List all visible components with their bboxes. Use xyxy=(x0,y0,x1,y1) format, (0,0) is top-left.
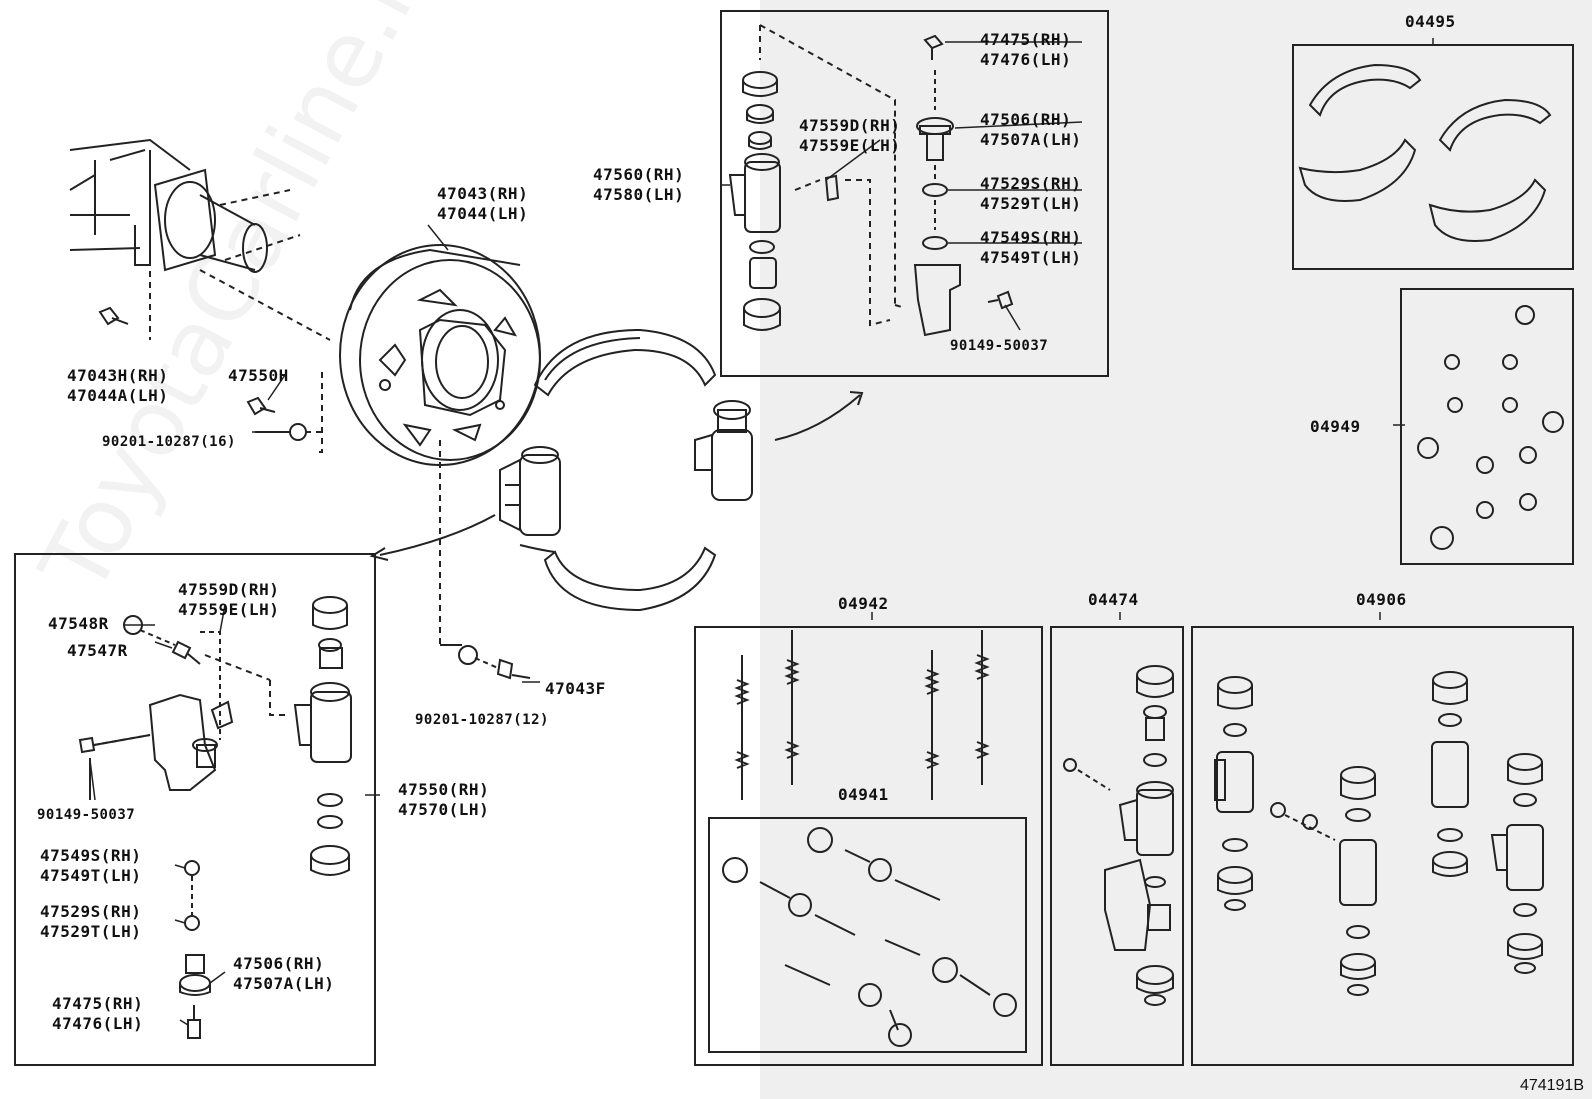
figure-id: 474191B xyxy=(1519,1077,1584,1094)
label-47506-top: 47506(RH) 47507A(LH) xyxy=(980,110,1082,149)
label-90149-top: 90149-50037 xyxy=(950,338,1049,354)
cap-set-04949 xyxy=(1417,305,1564,550)
detail-box-top xyxy=(720,10,1109,377)
pin-set-04941 xyxy=(722,827,1017,1047)
label-47475-top: 47475(RH) 47476(LH) xyxy=(980,30,1072,69)
label-90201-12: 90201-10287(12) xyxy=(415,712,549,728)
label-47547r: 47547R xyxy=(67,641,128,660)
detail-box-left xyxy=(14,553,376,1066)
cylinder-kit-04474 xyxy=(1063,665,1174,1006)
brake-shoes-center xyxy=(519,328,717,612)
wheel-cylinder-left-mid xyxy=(499,446,561,536)
cylinder-detail-left xyxy=(78,596,352,1039)
detail-box-04495 xyxy=(1292,44,1574,270)
label-90149-left: 90149-50037 xyxy=(37,807,136,823)
label-47529s-left: 47529S(RH) 47529T(LH) xyxy=(40,902,142,941)
shoe-set-04495 xyxy=(1298,63,1552,242)
label-47550h: 47550H xyxy=(228,366,289,385)
cylinder-detail-top xyxy=(728,24,1014,337)
wheel-cylinder-right-mid xyxy=(694,400,753,501)
label-47043f: 47043F xyxy=(545,679,606,698)
detail-box-04941 xyxy=(708,817,1027,1053)
label-47559d-left: 47559D(RH) 47559E(LH) xyxy=(178,580,280,619)
label-47043h: 47043H(RH) 47044A(LH) xyxy=(67,366,169,405)
label-04906: 04906 xyxy=(1356,590,1407,609)
bolt-47043h xyxy=(98,306,129,326)
label-47550: 47550(RH) 47570(LH) xyxy=(398,780,490,819)
label-04941: 04941 xyxy=(838,785,889,804)
label-47549s-left: 47549S(RH) 47549T(LH) xyxy=(40,846,142,885)
label-47506-left: 47506(RH) 47507A(LH) xyxy=(233,954,335,993)
leader-lines xyxy=(89,38,1434,1026)
label-47548r: 47548R xyxy=(48,614,109,633)
label-47043: 47043(RH) 47044(LH) xyxy=(437,184,529,223)
detail-box-04474 xyxy=(1050,626,1184,1066)
label-04474: 04474 xyxy=(1088,590,1139,609)
spring-set-04942 xyxy=(734,630,990,800)
label-47529s-top: 47529S(RH) 47529T(LH) xyxy=(980,174,1082,213)
label-47559d-top: 47559D(RH) 47559E(LH) xyxy=(799,116,901,155)
background-shade xyxy=(760,0,1592,1099)
axle-housing xyxy=(69,138,331,341)
label-47560: 47560(RH) 47580(LH) xyxy=(593,165,685,204)
label-04949: 04949 xyxy=(1310,417,1361,436)
detail-box-04906 xyxy=(1191,626,1574,1066)
backing-plate xyxy=(339,244,541,646)
detail-box-04942 xyxy=(694,626,1043,1066)
cylinder-kit-04906 xyxy=(1214,671,1544,996)
label-04495: 04495 xyxy=(1405,12,1456,31)
detail-box-04949 xyxy=(1400,288,1574,565)
label-47475-left: 47475(RH) 47476(LH) xyxy=(52,994,144,1033)
label-04942: 04942 xyxy=(838,594,889,613)
label-47549s-top: 47549S(RH) 47549T(LH) xyxy=(980,228,1082,267)
label-90201-16: 90201-10287(16) xyxy=(102,434,236,450)
